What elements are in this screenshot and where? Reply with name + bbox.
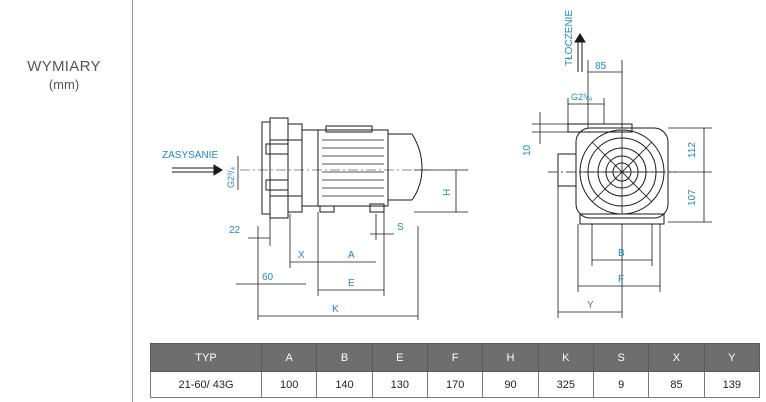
dimensions-table: TYP A B E F H K S X Y 21-60/ 43G 100 140… <box>150 343 761 398</box>
col-s: S <box>592 343 650 372</box>
dim-k: K <box>332 304 339 315</box>
dim-60: 60 <box>262 272 274 283</box>
cell-typ: 21-60/ 43G <box>150 371 262 398</box>
motor-end-cap <box>387 133 423 201</box>
col-typ: TYP <box>150 343 262 372</box>
heading-unit: (mm) <box>48 77 80 92</box>
discharge-label: TŁOCZENIE <box>564 10 575 66</box>
thread-side-label: G2³/₄ <box>226 166 236 188</box>
dim-107: 107 <box>687 189 698 206</box>
dim-s: S <box>397 222 404 233</box>
dim-b: B <box>618 248 625 259</box>
col-f: F <box>426 343 484 372</box>
pump-body <box>269 117 289 219</box>
dim-112: 112 <box>687 142 698 158</box>
dim-85: 85 <box>595 61 607 72</box>
cell-a: 100 <box>260 371 318 398</box>
dim-22: 22 <box>229 225 241 236</box>
col-e: E <box>371 343 428 372</box>
cell-e: 130 <box>371 371 428 398</box>
heading: WYMIARY (mm) <box>0 58 128 92</box>
dim-f: F <box>618 274 624 285</box>
cell-x: 85 <box>648 371 705 398</box>
cell-b: 140 <box>316 371 373 398</box>
divider-line <box>132 0 133 402</box>
cell-k: 325 <box>537 371 594 398</box>
front-base <box>579 213 665 225</box>
col-y: Y <box>703 343 761 372</box>
table-header-row: TYP A B E F H K S X Y <box>150 343 761 372</box>
pump-flange <box>261 121 271 215</box>
heading-title: WYMIARY <box>27 58 101 75</box>
col-x: X <box>648 343 705 372</box>
col-b: B <box>316 343 373 372</box>
technical-drawing: ZASYSANIE G2³/₄ 22 60 X A E K S H TŁOCZE… <box>162 10 712 320</box>
dim-y: Y <box>587 300 594 311</box>
cell-s: 9 <box>592 371 650 398</box>
col-a: A <box>260 343 318 372</box>
table-row: 21-60/ 43G 100 140 130 170 90 325 9 85 1… <box>150 371 761 398</box>
dim-a: A <box>348 250 355 261</box>
cell-f: 170 <box>426 371 484 398</box>
dim-x: X <box>298 250 305 261</box>
motor-body <box>317 129 389 207</box>
col-k: K <box>537 343 594 372</box>
col-h: H <box>482 343 539 372</box>
suction-label: ZASYSANIE <box>162 150 218 161</box>
cell-h: 90 <box>482 371 539 398</box>
dim-e: E <box>348 278 355 289</box>
dim-10: 10 <box>522 144 533 156</box>
thread-top-label: G2³/₄ <box>571 92 593 102</box>
cell-y: 139 <box>703 371 761 398</box>
dim-h: H <box>442 189 453 196</box>
